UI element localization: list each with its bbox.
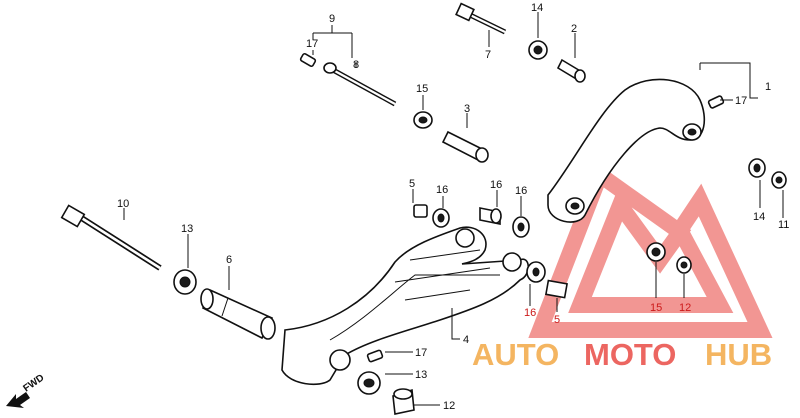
callout-15-top: 15 bbox=[416, 83, 428, 95]
seal-16-b bbox=[479, 207, 502, 225]
callout-6: 6 bbox=[226, 254, 232, 266]
washer-11 bbox=[771, 171, 787, 189]
bolt-10 bbox=[60, 204, 162, 271]
callout-3: 3 bbox=[464, 103, 470, 115]
seal-16-a bbox=[432, 208, 450, 228]
callout-14-right: 14 bbox=[753, 211, 765, 223]
watermark-logo bbox=[528, 162, 773, 338]
callout-14-top: 14 bbox=[531, 2, 543, 14]
bolt-7 bbox=[455, 2, 507, 35]
callout-16-b: 16 bbox=[490, 179, 502, 191]
callout-2: 2 bbox=[571, 23, 577, 35]
callout-7: 7 bbox=[485, 49, 491, 61]
callout-5-top: 5 bbox=[409, 178, 415, 190]
collar-5-top bbox=[413, 204, 428, 218]
callout-9: 9 bbox=[329, 13, 335, 25]
collar-3 bbox=[441, 130, 489, 163]
callout-16-d: 16 bbox=[524, 307, 536, 319]
cap-12-lower bbox=[392, 388, 415, 415]
grease-nipple-17-top bbox=[299, 52, 317, 68]
link-1 bbox=[547, 78, 706, 223]
watermark-moto: MOTO bbox=[584, 337, 676, 372]
callout-12-right: 12 bbox=[679, 302, 691, 314]
sleeve-6 bbox=[200, 288, 276, 340]
callout-15-right: 15 bbox=[650, 302, 662, 314]
callout-12-lower: 12 bbox=[443, 400, 455, 412]
callout-4: 4 bbox=[463, 334, 469, 346]
grease-nipple-17-right bbox=[707, 95, 725, 109]
callout-17-right: 17 bbox=[735, 95, 747, 107]
watermark-text: AUTO MOTO HUB bbox=[472, 337, 772, 372]
callout-16-a: 16 bbox=[436, 184, 448, 196]
callout-17-lower: 17 bbox=[415, 347, 427, 359]
nut-14-right bbox=[748, 158, 766, 178]
bearing-15-right bbox=[646, 242, 666, 262]
callout-16-c: 16 bbox=[515, 185, 527, 197]
callout-11: 11 bbox=[778, 219, 789, 231]
swingarm-4 bbox=[281, 226, 530, 386]
seal-16-d bbox=[526, 261, 546, 283]
fwd-indicator: FWD bbox=[6, 372, 46, 408]
grease-nipple-17-lower bbox=[366, 349, 384, 363]
fwd-label: FWD bbox=[21, 372, 46, 394]
callout-5-lower: 5 bbox=[554, 314, 560, 326]
watermark-auto: AUTO bbox=[472, 337, 559, 372]
bush-12-right bbox=[676, 256, 692, 274]
callout-13-lower: 13 bbox=[415, 369, 427, 381]
callout-8: 8 bbox=[353, 59, 359, 71]
nut-13-lower bbox=[357, 371, 381, 395]
nut-14-top bbox=[528, 40, 548, 60]
bearing-15-top bbox=[413, 111, 433, 129]
leader-lines bbox=[123, 12, 784, 406]
collar-2 bbox=[556, 58, 586, 83]
callout-17-top: 17 bbox=[306, 38, 318, 50]
callout-13-left: 13 bbox=[181, 223, 193, 235]
nut-13-left bbox=[173, 269, 197, 295]
watermark-hub: HUB bbox=[705, 337, 772, 372]
seal-16-c bbox=[512, 216, 530, 238]
callout-10: 10 bbox=[117, 198, 129, 210]
callout-1: 1 bbox=[765, 81, 771, 93]
bolt-8 bbox=[323, 62, 397, 107]
collar-5-lower bbox=[544, 279, 568, 299]
